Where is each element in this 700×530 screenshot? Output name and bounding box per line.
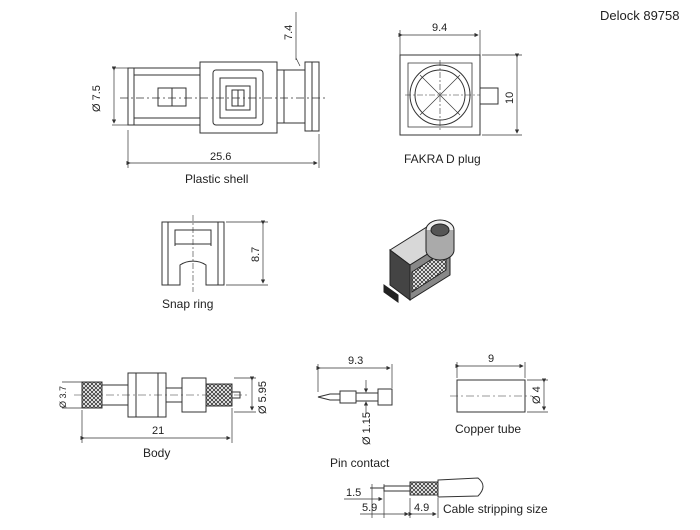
copper-tube-diameter-dim: Ø 4 (531, 386, 543, 404)
plastic-shell-caption: Plastic shell (185, 172, 249, 186)
copper-tube-caption: Copper tube (455, 422, 522, 436)
plastic-shell-length-dim: 25.6 (210, 151, 231, 163)
snap-ring-height-dim: 8.7 (250, 247, 262, 262)
fakra-plug-width-dim: 9.4 (432, 22, 447, 34)
copper-tube-length-dim: 9 (488, 353, 494, 365)
stripping-dim-b: 5.9 (362, 502, 377, 514)
body-drawing (62, 372, 256, 443)
plastic-shell-height-dim: 7.4 (283, 25, 295, 40)
connector-3d-view (383, 219, 455, 303)
fakra-plug-caption: FAKRA D plug (404, 152, 481, 166)
product-code-label: Delock 89758 (600, 8, 680, 23)
pin-contact-caption: Pin contact (330, 456, 390, 470)
stripping-caption: Cable stripping size (443, 502, 548, 516)
fakra-plug-height-dim: 10 (504, 92, 516, 104)
stripping-dim-c: 4.9 (414, 502, 429, 514)
pin-contact-length-dim: 9.3 (348, 355, 363, 367)
snap-ring-drawing (161, 215, 268, 292)
body-left-diameter-dim: Ø 3.7 (58, 386, 68, 408)
fakra-plug-drawing (398, 30, 522, 136)
cable-stripping-drawing (344, 477, 484, 518)
copper-tube-drawing (450, 362, 548, 413)
pin-contact-diameter-dim: Ø 1.15 (361, 412, 373, 445)
stripping-dim-a: 1.5 (346, 487, 361, 499)
plastic-shell-drawing (111, 12, 325, 168)
snap-ring-caption: Snap ring (162, 297, 214, 311)
body-length-dim: 21 (152, 425, 164, 437)
body-right-diameter-dim: Ø 5.95 (257, 381, 269, 414)
plastic-shell-diameter-dim: Ø 7.5 (91, 85, 103, 112)
pin-contact-drawing (316, 364, 393, 414)
body-caption: Body (143, 446, 171, 460)
